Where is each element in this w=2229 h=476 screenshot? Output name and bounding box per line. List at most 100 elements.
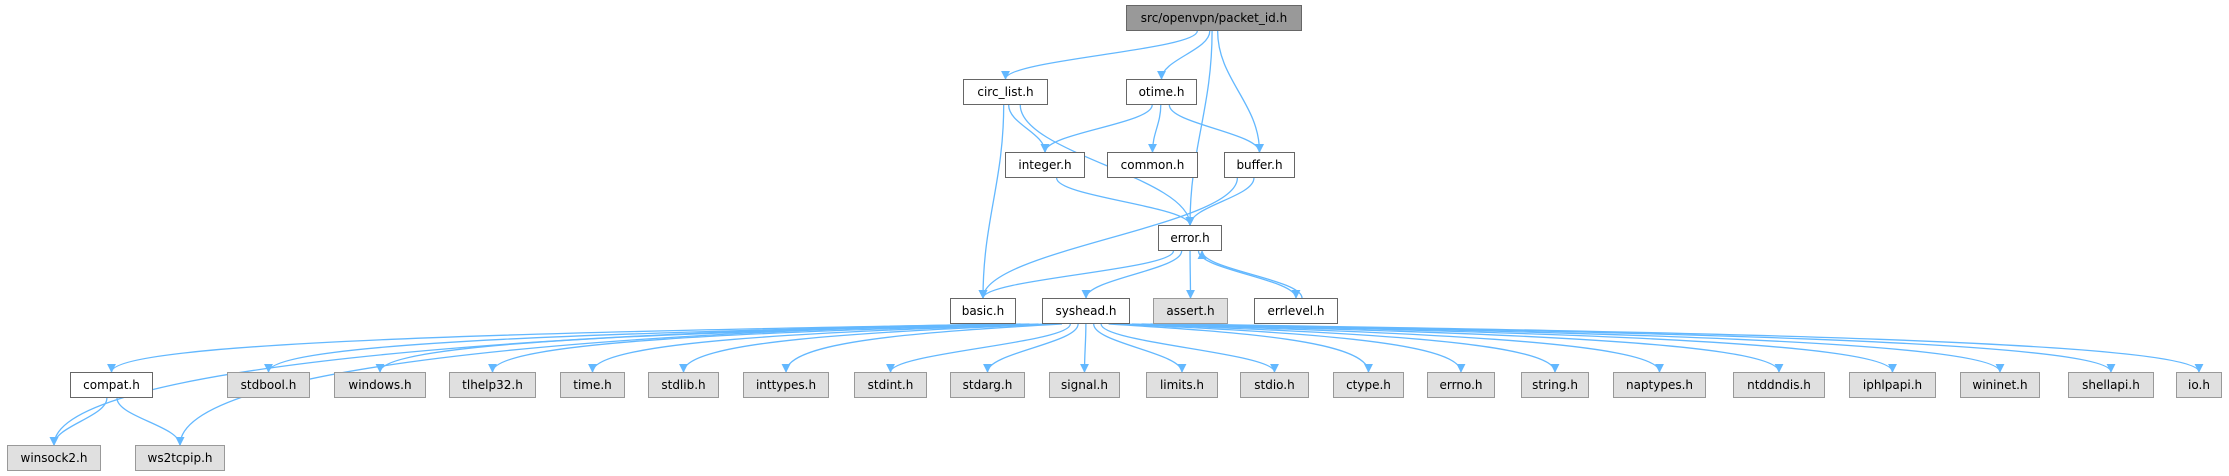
node-label: ntddndis.h (1747, 378, 1811, 392)
edge-syshead-to-stdbool (264, 323, 1021, 373)
node-label: inttypes.h (755, 378, 817, 392)
node-signal[interactable]: signal.h (1049, 372, 1120, 398)
edge-error-to-basic (978, 250, 1175, 299)
node-string[interactable]: string.h (1521, 372, 1589, 398)
node-label: winsock2.h (20, 451, 88, 465)
edge-syshead-to-io (1175, 323, 2204, 373)
edge-syshead-to-shellapi (1167, 323, 2116, 373)
node-label: stdlib.h (661, 378, 706, 392)
node-ctype[interactable]: ctype.h (1333, 372, 1404, 398)
node-label: ws2tcpip.h (147, 451, 213, 465)
node-compat[interactable]: compat.h (70, 372, 153, 398)
edge-circ_list-to-error (1019, 104, 1195, 226)
edge-syshead-to-errno (1115, 323, 1466, 373)
node-basic[interactable]: basic.h (950, 298, 1016, 324)
node-otime[interactable]: otime.h (1126, 79, 1197, 105)
node-common[interactable]: common.h (1107, 152, 1198, 178)
node-label: syshead.h (1055, 304, 1117, 318)
node-label: stdbool.h (240, 378, 297, 392)
node-label: tlhelp32.h (462, 378, 523, 392)
edge-error-to-errlevel (1197, 250, 1301, 299)
edge-packet_id-to-circ_list (1001, 30, 1198, 80)
node-label: naptypes.h (1625, 378, 1694, 392)
node-label: circ_list.h (977, 85, 1034, 99)
node-wininet[interactable]: wininet.h (1960, 372, 2040, 398)
node-inttypes[interactable]: inttypes.h (743, 372, 829, 398)
node-label: buffer.h (1236, 158, 1283, 172)
node-integer[interactable]: integer.h (1005, 152, 1085, 178)
edge-syshead-to-stdlib (679, 323, 1054, 373)
node-stdlib[interactable]: stdlib.h (648, 372, 719, 398)
node-label: stdarg.h (962, 378, 1013, 392)
edge-syshead-to-stdarg (983, 323, 1079, 373)
node-stdint[interactable]: stdint.h (854, 372, 927, 398)
edge-buffer-to-basic (978, 177, 1239, 299)
node-errno[interactable]: errno.h (1427, 372, 1495, 398)
edge-otime-to-buffer (1168, 104, 1264, 153)
edge-syshead-to-windows (375, 323, 1030, 373)
node-windows[interactable]: windows.h (334, 372, 426, 398)
node-label: error.h (1170, 231, 1210, 245)
node-errlevel[interactable]: errlevel.h (1254, 298, 1338, 324)
node-tlhelp32[interactable]: tlhelp32.h (449, 372, 536, 398)
node-buffer[interactable]: buffer.h (1224, 152, 1295, 178)
edge-errlevel-to-error (1197, 250, 1303, 299)
edge-compat-to-winsock2 (49, 397, 108, 446)
node-label: ctype.h (1346, 378, 1391, 392)
edge-syshead-to-time (588, 323, 1047, 373)
edge-syshead-to-string (1123, 323, 1560, 373)
node-label: io.h (2188, 378, 2210, 392)
node-time[interactable]: time.h (560, 372, 625, 398)
edge-syshead-to-naptypes (1131, 323, 1664, 373)
edge-packet_id-to-error (1185, 30, 1213, 226)
node-label: common.h (1120, 158, 1185, 172)
node-label: errno.h (1439, 378, 1483, 392)
node-label: errlevel.h (1267, 304, 1325, 318)
node-shellapi[interactable]: shellapi.h (2068, 372, 2154, 398)
edge-syshead-to-inttypes (781, 323, 1063, 373)
edge-syshead-to-compat (107, 323, 1009, 373)
node-label: compat.h (83, 378, 140, 392)
edge-packet_id-to-otime (1157, 30, 1211, 80)
node-stdarg[interactable]: stdarg.h (950, 372, 1025, 398)
node-label: otime.h (1138, 85, 1185, 99)
edge-syshead-to-signal (1080, 323, 1090, 373)
edge-otime-to-common (1148, 104, 1162, 153)
edge-packet_id-to-buffer (1216, 30, 1264, 153)
node-iphlpapi[interactable]: iphlpapi.h (1849, 372, 1936, 398)
node-naptypes[interactable]: naptypes.h (1613, 372, 1706, 398)
edge-syshead-to-ctype (1108, 323, 1373, 373)
node-packet-id[interactable]: src/openvpn/packet_id.h (1126, 5, 1302, 31)
node-syshead[interactable]: syshead.h (1042, 298, 1130, 324)
node-label: stdio.h (1254, 378, 1295, 392)
edge-otime-to-integer (1040, 104, 1153, 153)
edge-error-to-syshead (1081, 250, 1183, 299)
edge-circ_list-to-basic (978, 104, 1005, 299)
node-stdio[interactable]: stdio.h (1240, 372, 1309, 398)
node-label: time.h (573, 378, 612, 392)
node-circ-list[interactable]: circ_list.h (963, 79, 1048, 105)
node-ntddndis[interactable]: ntddndis.h (1733, 372, 1825, 398)
node-io[interactable]: io.h (2176, 372, 2222, 398)
edge-syshead-to-stdint (886, 323, 1072, 373)
edge-integer-to-error (1055, 177, 1195, 226)
node-label: signal.h (1061, 378, 1108, 392)
node-ws2tcpip[interactable]: ws2tcpip.h (135, 445, 225, 471)
node-label: integer.h (1018, 158, 1072, 172)
node-label: iphlpapi.h (1862, 378, 1923, 392)
node-label: wininet.h (1972, 378, 2028, 392)
node-limits[interactable]: limits.h (1146, 372, 1218, 398)
node-label: limits.h (1159, 378, 1205, 392)
edge-buffer-to-error (1185, 177, 1255, 226)
node-label: assert.h (1166, 304, 1215, 318)
node-label: windows.h (348, 378, 412, 392)
node-winsock2[interactable]: winsock2.h (7, 445, 101, 471)
node-assert[interactable]: assert.h (1153, 298, 1228, 324)
node-label: shellapi.h (2082, 378, 2140, 392)
edge-syshead-to-ntddndis (1141, 323, 1784, 373)
node-stdbool[interactable]: stdbool.h (227, 372, 310, 398)
node-error[interactable]: error.h (1158, 225, 1222, 251)
node-label: src/openvpn/packet_id.h (1140, 11, 1288, 25)
edge-syshead-to-limits (1093, 323, 1187, 373)
